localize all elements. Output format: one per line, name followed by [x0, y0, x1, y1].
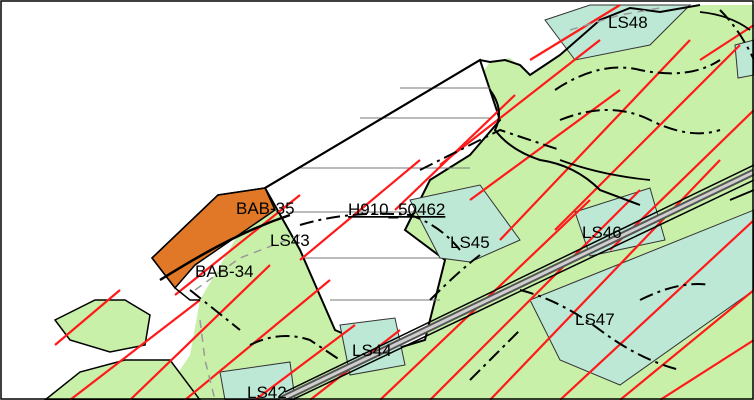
- dashdot-boundaries: [189, 9, 754, 381]
- zone-h910-lines: [290, 87, 490, 301]
- label-ls47: LS47: [575, 310, 615, 329]
- zone-ls47: [529, 209, 754, 386]
- label-ls45: LS45: [450, 233, 490, 252]
- label-ls48: LS48: [608, 13, 648, 32]
- label-ls43: LS43: [270, 231, 310, 250]
- zone-ls46: [574, 187, 666, 257]
- coastline-north: [264, 4, 701, 189]
- zone-ne-box: [734, 39, 754, 79]
- land-west-spit: [53, 299, 151, 353]
- red-hatch-lines: [54, 4, 754, 400]
- label-ls42: LS42: [247, 383, 287, 400]
- coastline-west: [150, 187, 266, 301]
- estuary-channel: [489, 89, 641, 206]
- label-bab35: BAB-35: [236, 199, 295, 218]
- label-h910: H910_50462: [348, 200, 445, 219]
- railway-corridor: [278, 164, 754, 400]
- zone-ls48: [544, 4, 692, 61]
- grey-dashed-lines: [194, 7, 661, 400]
- zone-ls45: [409, 184, 521, 263]
- label-ls44: LS44: [352, 341, 392, 360]
- zone-ls42: [219, 361, 296, 400]
- label-bab34: BAB-34: [195, 262, 254, 281]
- zone-h910: [263, 58, 502, 354]
- coastline-inner: [159, 213, 291, 282]
- label-ls46: LS46: [582, 223, 622, 242]
- black-boundaries: [559, 11, 754, 201]
